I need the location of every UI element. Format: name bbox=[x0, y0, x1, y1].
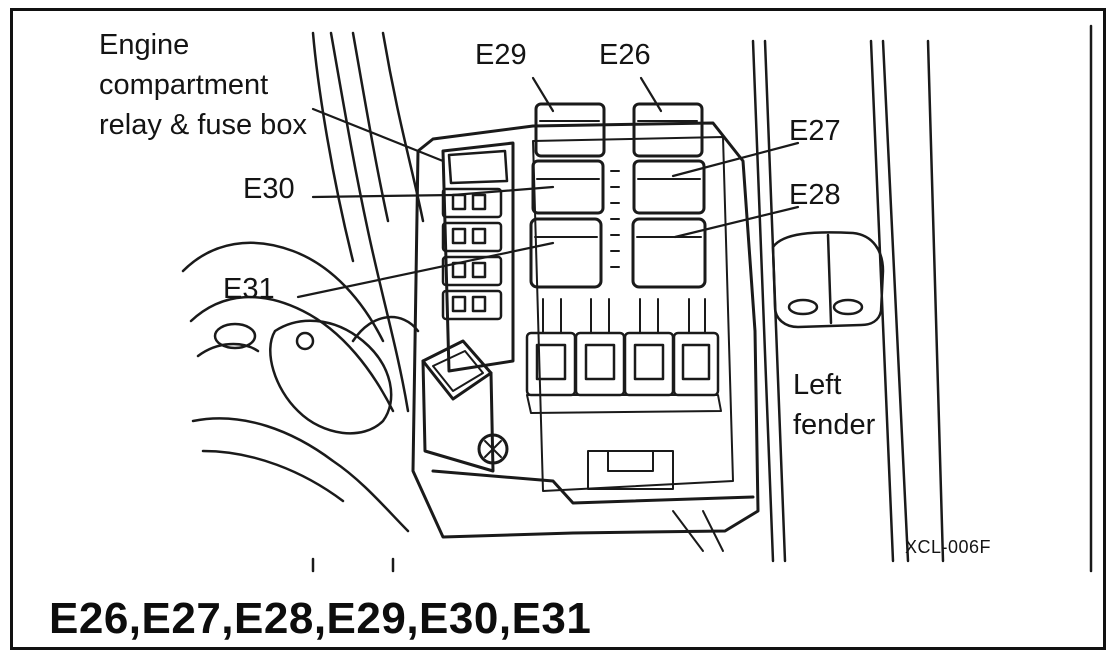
figure-code: XCL-006F bbox=[905, 537, 992, 557]
cap-and-bolt bbox=[421, 339, 509, 473]
figure-frame: Engine compartment relay & fuse box E29 … bbox=[10, 8, 1106, 650]
connector-label-e27: E27 bbox=[789, 115, 841, 147]
connector-label-e28: E28 bbox=[789, 179, 841, 211]
left-fender-label: Left fender bbox=[793, 369, 876, 441]
relays bbox=[529, 102, 707, 289]
fuse-column bbox=[441, 149, 509, 321]
fender-structure bbox=[751, 24, 1093, 573]
fuse-box-label: Engine compartment relay & fuse box bbox=[99, 29, 307, 141]
hose-illustration bbox=[181, 31, 425, 573]
connector-label-e30: E30 bbox=[243, 173, 295, 205]
connector-label-e31: E31 bbox=[223, 273, 275, 305]
relay-box-drawing bbox=[181, 24, 1093, 573]
connector-label-e29: E29 bbox=[475, 39, 527, 71]
connector-label-e26: E26 bbox=[599, 39, 651, 71]
connectors bbox=[525, 298, 722, 414]
box-body bbox=[411, 121, 760, 552]
leader-lines bbox=[296, 76, 800, 299]
figure-caption: E26,E27,E28,E29,E30,E31 bbox=[49, 594, 592, 643]
